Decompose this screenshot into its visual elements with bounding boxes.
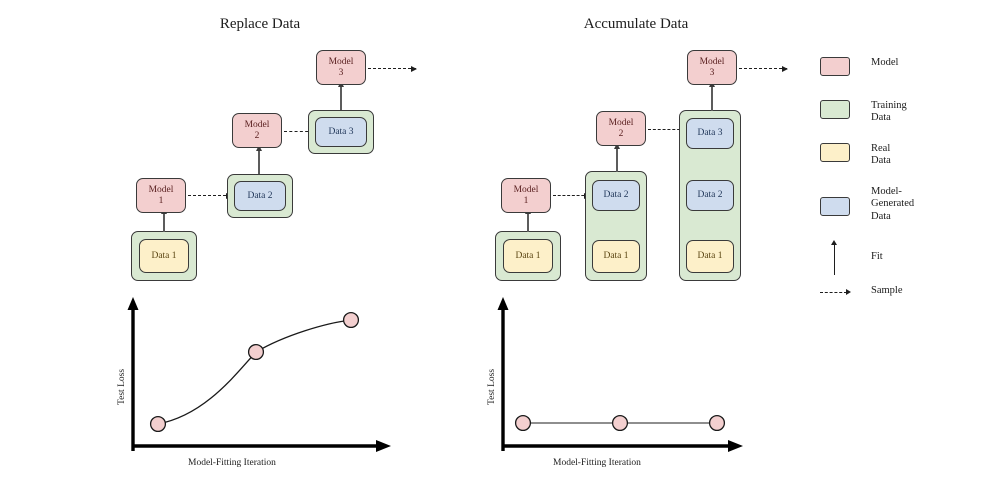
- accumulate-model-3-line1: Model: [699, 57, 725, 68]
- chart-accumulate-ylabel: Test Loss: [487, 368, 497, 405]
- accumulate-model-2-line2: 2: [618, 128, 624, 139]
- legend-item-real-data: Real Data: [820, 143, 891, 168]
- legend-item-fit: Fit: [820, 240, 883, 275]
- accumulate-model-1: Model 1: [501, 178, 551, 213]
- fit-arrow-replace-1: [163, 213, 165, 232]
- legend-label-sample-text: Sample: [871, 285, 903, 296]
- accumulate-model-3: Model 3: [687, 50, 737, 85]
- accumulate-model-2-line1: Model: [608, 118, 634, 129]
- data-point-replace-3: [342, 311, 360, 329]
- accumulate-model-1-line2: 1: [523, 195, 529, 206]
- data-point-accumulate-2: [611, 414, 629, 432]
- legend-label-model: Model: [871, 57, 898, 69]
- accumulate-model-1-line1: Model: [513, 185, 539, 196]
- data-point-accumulate-3: [708, 414, 726, 432]
- replace-model-1: Model 1: [136, 178, 186, 213]
- fit-arrow-accumulate-1: [527, 213, 529, 232]
- chart-replace-loss-svg: [127, 297, 391, 452]
- fit-arrow-accumulate-3: [711, 86, 713, 111]
- y-axis-arrowhead-replace: [127, 297, 139, 310]
- legend-label-gen-line2: Generated: [871, 198, 915, 210]
- chart-accumulate-loss: Model-Fitting Iteration Test Loss: [480, 295, 770, 468]
- accumulate-model-3-line2: 3: [709, 67, 715, 78]
- data-point-replace-2: [247, 343, 265, 361]
- legend-item-generated-data: Model- Generated Data: [820, 186, 914, 223]
- replace-generated-data-3: Data 3: [315, 117, 367, 147]
- sample-arrow-replace-out: [368, 65, 417, 72]
- legend-label-generated-data: Model- Generated Data: [871, 186, 914, 223]
- replace-model-1-line2: 1: [158, 195, 164, 206]
- accumulate-real-data-c2: Data 1: [592, 240, 640, 273]
- replace-generated-data-2: Data 2: [234, 181, 286, 211]
- legend-swatch-generated-data: [820, 197, 850, 216]
- x-axis-arrowhead-replace: [376, 440, 391, 452]
- legend-label-training-line2: Data: [871, 112, 891, 124]
- replace-model-3: Model 3: [316, 50, 366, 85]
- legend-label-training-line1: Training: [871, 100, 907, 111]
- legend-swatch-real-data: [820, 143, 850, 162]
- sample-arrow-replace-1: [188, 192, 232, 199]
- y-axis-arrowhead-accumulate: [497, 297, 509, 310]
- legend-swatch-training-data: [820, 100, 850, 119]
- replace-model-3-line1: Model: [328, 57, 354, 68]
- accumulate-generated-data-c2-2: Data 2: [592, 180, 640, 211]
- legend-label-real-data: Real Data: [871, 143, 891, 168]
- panel-title-replace: Replace Data: [219, 16, 301, 32]
- sample-arrow-icon: [820, 286, 851, 300]
- legend-item-training-data: Training Data: [820, 100, 907, 125]
- replace-model-2: Model 2: [232, 113, 282, 148]
- replace-real-data-1: Data 1: [139, 239, 189, 273]
- legend-label-gen-line3: Data: [871, 210, 891, 222]
- legend-label-model-line1: Model: [871, 57, 899, 68]
- fit-arrow-icon: [820, 240, 850, 275]
- legend-label-training-data: Training Data: [871, 100, 907, 125]
- x-axis-arrowhead-accumulate: [728, 440, 743, 452]
- panel-title-accumulate: Accumulate Data: [583, 16, 689, 32]
- accumulate-real-data-c3: Data 1: [686, 240, 734, 273]
- replace-model-1-line1: Model: [148, 185, 174, 196]
- chart-accumulate-xlabel: Model-Fitting Iteration: [553, 458, 641, 468]
- legend-item-sample: Sample: [820, 285, 903, 300]
- fit-arrow-replace-3: [340, 86, 342, 110]
- chart-accumulate-loss-svg: [497, 297, 743, 452]
- fit-arrow-accumulate-2: [616, 148, 618, 172]
- legend-label-fit: Fit: [871, 251, 883, 263]
- legend-item-model: Model: [820, 57, 898, 76]
- loss-curve-replace: [157, 319, 352, 425]
- data-point-accumulate-1: [514, 414, 532, 432]
- accumulate-model-2: Model 2: [596, 111, 646, 146]
- accumulate-real-data-c1: Data 1: [503, 239, 553, 273]
- legend-label-sample: Sample: [871, 285, 903, 297]
- data-point-replace-1: [149, 415, 167, 433]
- legend-label-real-line1: Real: [871, 143, 891, 154]
- sample-arrow-accumulate-out: [739, 65, 788, 72]
- replace-model-2-line2: 2: [254, 130, 260, 141]
- legend-swatch-model: [820, 57, 850, 76]
- legend: Model Training Data Real Data Model- Gen…: [820, 48, 990, 298]
- replace-model-3-line2: 3: [338, 67, 344, 78]
- legend-label-fit-text: Fit: [871, 251, 883, 262]
- accumulate-generated-data-c3-3: Data 3: [686, 118, 734, 149]
- chart-replace-ylabel: Test Loss: [117, 368, 127, 405]
- chart-replace-loss: Model-Fitting Iteration Test Loss: [110, 295, 410, 468]
- sample-arrow-accumulate-1: [553, 192, 590, 199]
- fit-arrow-replace-2: [258, 150, 260, 174]
- accumulate-generated-data-c3-2: Data 2: [686, 180, 734, 211]
- replace-model-2-line1: Model: [244, 120, 270, 131]
- legend-label-gen-line1: Model-: [871, 186, 902, 197]
- chart-replace-xlabel: Model-Fitting Iteration: [188, 458, 276, 468]
- legend-label-real-line2: Data: [871, 155, 891, 167]
